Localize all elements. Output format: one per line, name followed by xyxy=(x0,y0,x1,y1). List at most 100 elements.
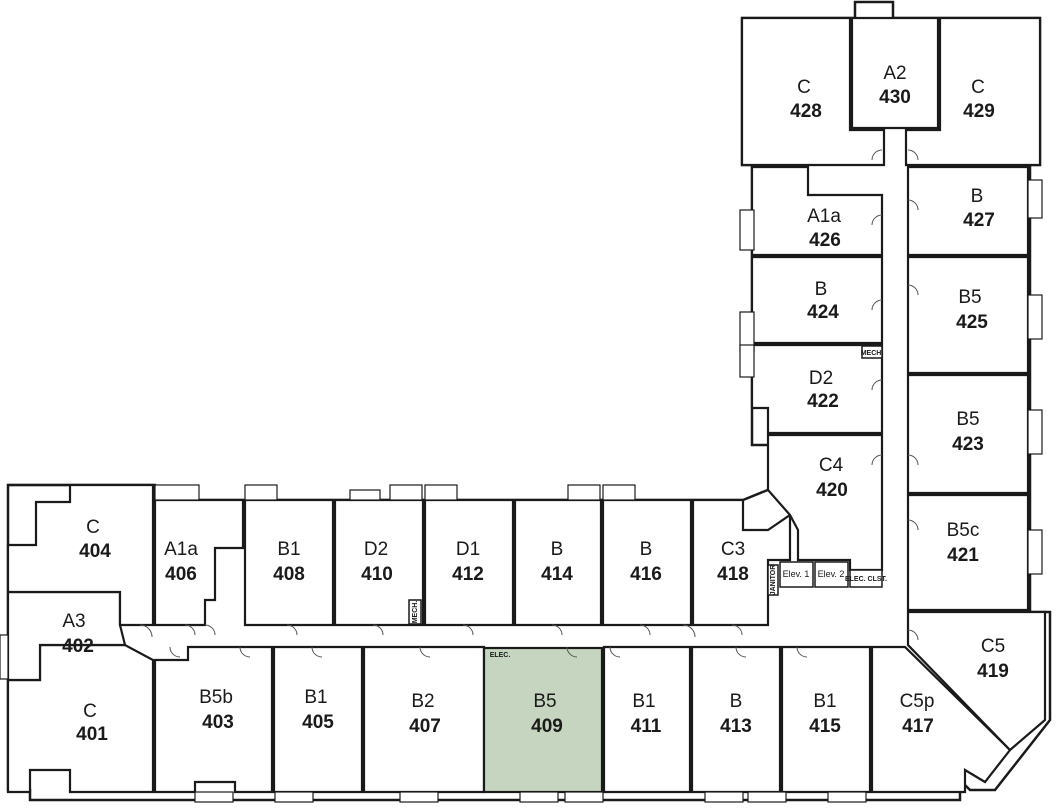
unit-430[interactable]: A2 430 xyxy=(850,16,940,130)
unit-type: B xyxy=(971,186,984,207)
elec-closet-label: ELEC. CLST. xyxy=(845,576,887,583)
unit-type: C xyxy=(86,517,100,538)
elevator-1-label: Elev. 1 xyxy=(783,569,810,579)
unit-number: 420 xyxy=(816,480,848,501)
unit-type: B xyxy=(551,539,564,560)
unit-number: 419 xyxy=(977,661,1009,682)
unit-420[interactable]: C4 420 xyxy=(766,433,884,572)
unit-type: B5b xyxy=(199,687,233,708)
corridor-horizontal xyxy=(125,625,905,647)
unit-425[interactable]: B5 425 xyxy=(906,255,1030,375)
unit-type: C xyxy=(797,77,811,98)
unit-422[interactable]: D2 422 xyxy=(750,343,884,435)
unit-416[interactable]: B 416 xyxy=(601,498,693,627)
unit-type: C xyxy=(83,701,97,722)
elec-room: ELEC. xyxy=(490,652,511,659)
unit-type: C3 xyxy=(721,539,745,560)
mech-lower-label: MECH. xyxy=(412,601,419,624)
unit-type: D2 xyxy=(364,539,388,560)
unit-number: 413 xyxy=(720,716,752,737)
unit-number: 421 xyxy=(947,545,979,566)
mech-room-lower: MECH. xyxy=(408,599,422,625)
unit-number: 406 xyxy=(165,564,197,585)
unit-number: 429 xyxy=(963,101,995,122)
unit-number: 409 xyxy=(531,716,563,737)
unit-406[interactable]: A1a 406 xyxy=(153,498,245,627)
unit-type: B5 xyxy=(958,287,981,308)
unit-number: 414 xyxy=(541,564,573,585)
door-swings xyxy=(139,149,919,658)
unit-number: 423 xyxy=(952,434,984,455)
unit-417[interactable]: C5p 417 xyxy=(870,645,1012,794)
unit-429[interactable]: C 429 xyxy=(904,16,1042,167)
unit-type: B5c xyxy=(947,520,980,541)
janitor-closet: JANITOR xyxy=(767,564,779,596)
balconies xyxy=(0,179,1043,803)
unit-428[interactable]: C 428 xyxy=(740,16,886,167)
unit-type: B1 xyxy=(304,687,327,708)
unit-411[interactable]: B1 411 xyxy=(602,645,692,794)
unit-412[interactable]: D1 412 xyxy=(423,498,515,627)
unit-type: B1 xyxy=(277,539,300,560)
unit-number: 426 xyxy=(809,230,841,251)
janitor-label: JANITOR xyxy=(770,565,777,596)
unit-424[interactable]: B 424 xyxy=(750,255,884,345)
unit-number: 416 xyxy=(630,564,662,585)
unit-403[interactable]: B5b 403 xyxy=(153,645,274,794)
unit-number: 428 xyxy=(790,101,822,122)
unit-405[interactable]: B1 405 xyxy=(272,645,364,794)
unit-404[interactable]: C 404 xyxy=(6,483,155,627)
unit-423[interactable]: B5 423 xyxy=(906,373,1030,495)
unit-type: C xyxy=(971,77,985,98)
mech-room: MECH. xyxy=(861,345,883,359)
unit-number: 415 xyxy=(809,716,841,737)
unit-number: 424 xyxy=(807,302,839,323)
unit-number: 412 xyxy=(452,564,484,585)
unit-number: 407 xyxy=(409,716,441,737)
unit-type: B1 xyxy=(632,691,655,712)
unit-419[interactable]: C5 419 xyxy=(906,610,1047,752)
unit-type: B xyxy=(815,279,828,300)
unit-number: 430 xyxy=(879,87,911,108)
elec-label: ELEC. xyxy=(490,652,511,659)
unit-type: B2 xyxy=(411,691,434,712)
unit-number: 425 xyxy=(956,312,988,333)
unit-type: C5 xyxy=(981,636,1005,657)
unit-type: A3 xyxy=(62,611,85,632)
unit-421[interactable]: B5c 421 xyxy=(906,493,1030,612)
unit-type: B xyxy=(640,539,653,560)
corridor-vertical xyxy=(884,135,906,645)
unit-type: A2 xyxy=(883,63,906,84)
unit-number: 404 xyxy=(79,541,111,562)
unit-type: A1a xyxy=(807,206,841,227)
unit-418[interactable]: C3 418 xyxy=(691,498,792,627)
unit-number: 417 xyxy=(902,716,934,737)
elevator-1: Elev. 1 xyxy=(779,561,814,588)
unit-413[interactable]: B 413 xyxy=(690,645,782,794)
unit-number: 410 xyxy=(361,564,393,585)
unit-408[interactable]: B1 408 xyxy=(243,498,335,627)
unit-427[interactable]: B 427 xyxy=(906,165,1030,257)
elevator-2: Elev. 2 xyxy=(814,561,849,588)
unit-number: 405 xyxy=(302,712,334,733)
elevator-2-label: Elev. 2 xyxy=(818,569,845,579)
unit-number: 408 xyxy=(273,564,305,585)
unit-number: 401 xyxy=(76,724,108,745)
unit-415[interactable]: B1 415 xyxy=(780,645,872,794)
unit-number: 427 xyxy=(963,210,995,231)
unit-407[interactable]: B2 407 xyxy=(362,645,486,794)
unit-type: C4 xyxy=(819,455,844,476)
unit-401[interactable]: C 401 xyxy=(6,643,155,794)
unit-409[interactable]: B5 409 xyxy=(482,646,604,794)
unit-number: 422 xyxy=(807,391,839,412)
unit-414[interactable]: B 414 xyxy=(513,498,603,627)
unit-type: B xyxy=(730,691,743,712)
unit-type: B5 xyxy=(956,409,979,430)
unit-number: 403 xyxy=(202,712,234,733)
unit-type: A1a xyxy=(164,539,198,560)
unit-type: D1 xyxy=(456,539,480,560)
unit-426[interactable]: A1a 426 xyxy=(750,165,884,257)
elec-closet: ELEC. CLST. xyxy=(845,569,887,588)
